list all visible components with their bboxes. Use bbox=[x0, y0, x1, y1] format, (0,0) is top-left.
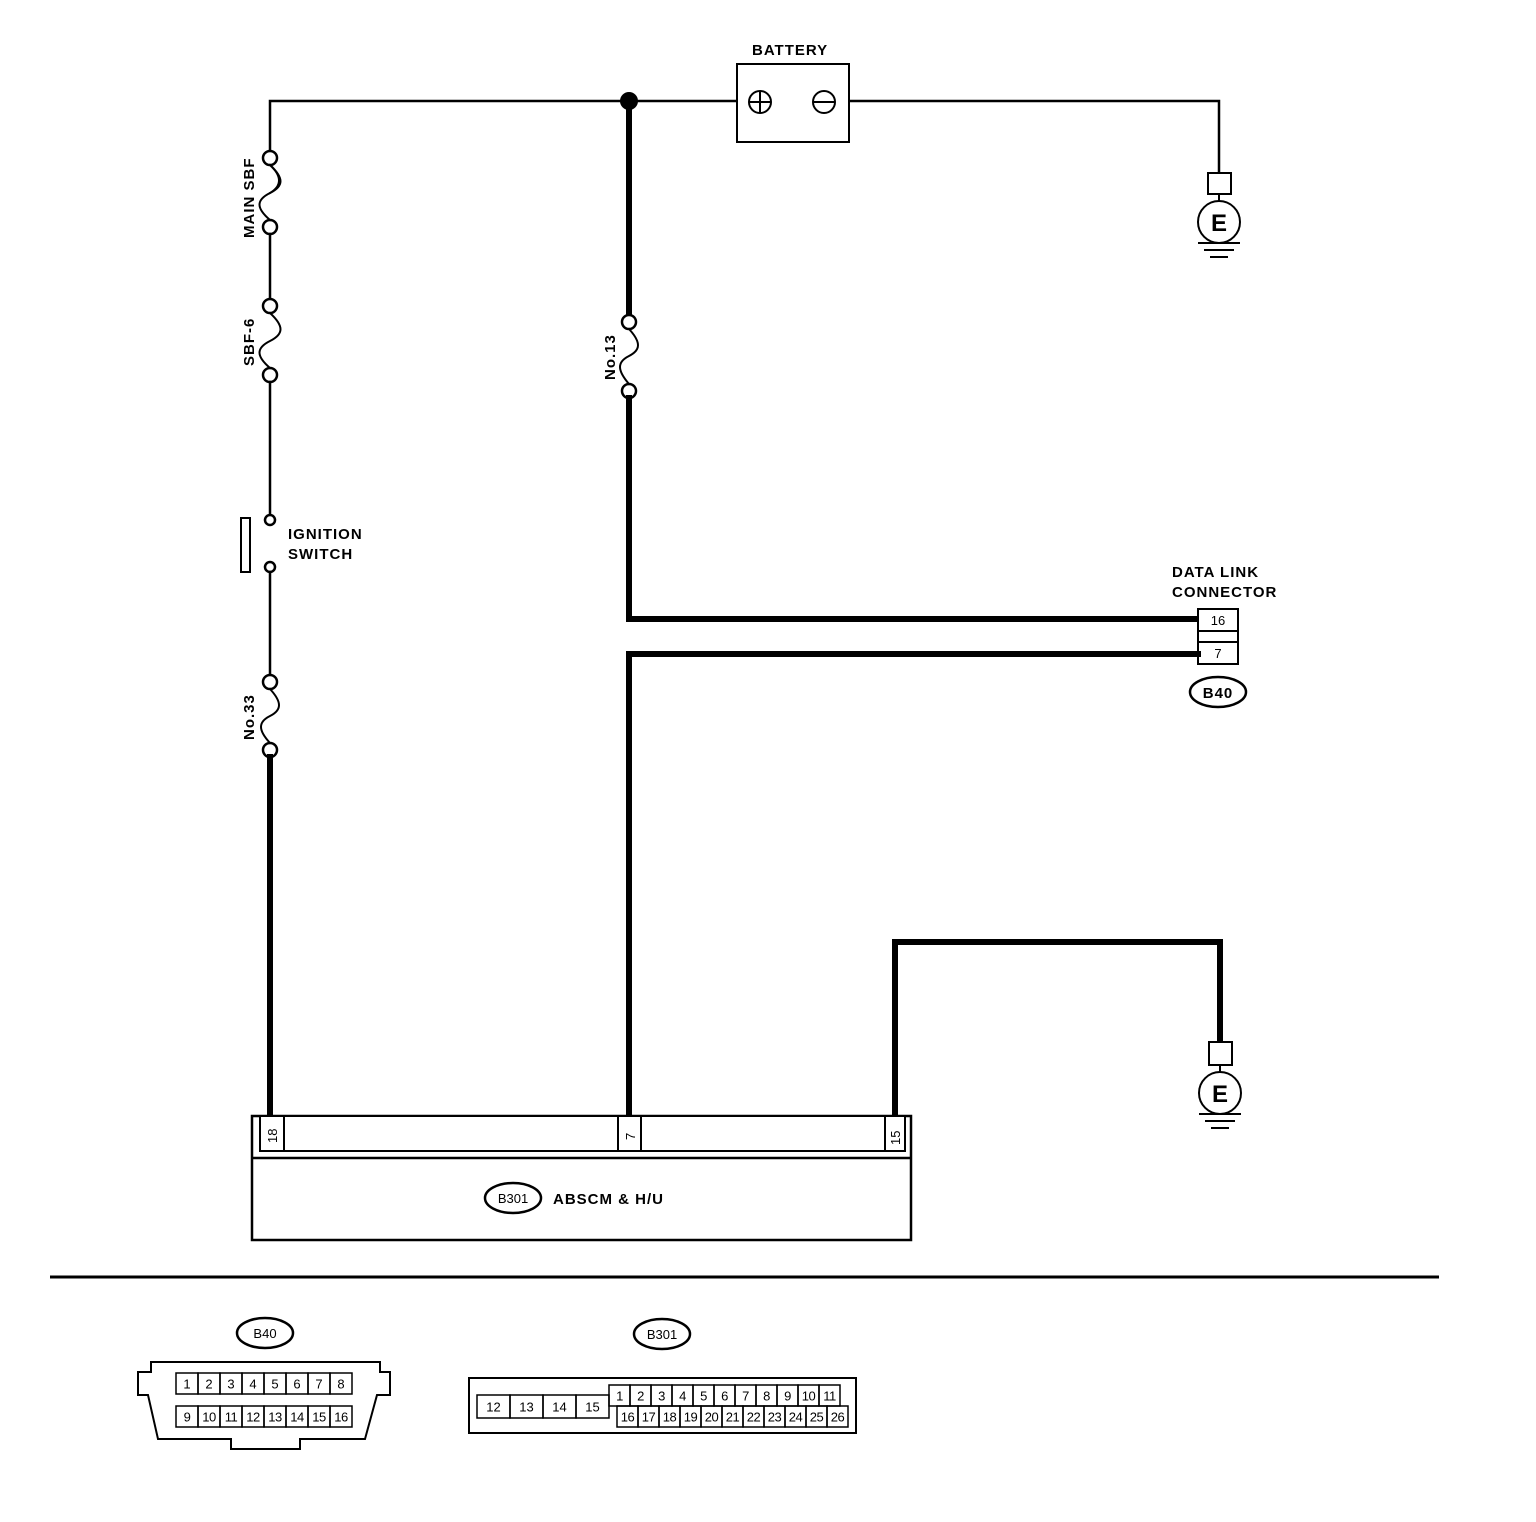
b40-pin-10: 10 bbox=[202, 1410, 216, 1425]
b301-pin-22: 22 bbox=[747, 1410, 761, 1425]
no13-label: No.13 bbox=[602, 334, 619, 380]
b40-pin-8: 8 bbox=[337, 1377, 344, 1392]
module-pin-18: 18 bbox=[265, 1129, 280, 1143]
battery-minus-terminal-icon bbox=[812, 90, 836, 114]
b301-pin-10: 10 bbox=[802, 1389, 816, 1404]
battery-plus-terminal-icon bbox=[748, 90, 772, 114]
b40-pin-16: 16 bbox=[334, 1410, 348, 1425]
wire-no13-to-dlc-pin16 bbox=[626, 395, 1201, 622]
b40-pin-11: 11 bbox=[225, 1410, 238, 1425]
b301-pin-18: 18 bbox=[663, 1410, 677, 1425]
b301-pin-1: 1 bbox=[616, 1389, 623, 1404]
dlc-label-line2: CONNECTOR bbox=[1172, 584, 1277, 601]
b40-pin-8-cell bbox=[329, 1372, 353, 1395]
b301-pin-15: 15 bbox=[585, 1400, 599, 1415]
b40-pin-15: 15 bbox=[312, 1410, 326, 1425]
b301-pin-16: 16 bbox=[621, 1410, 635, 1425]
b40-pin-16-cell bbox=[329, 1405, 353, 1428]
b301-pin-6: 6 bbox=[721, 1389, 728, 1404]
b301-pin-5: 5 bbox=[700, 1389, 707, 1404]
b301-pin-8: 8 bbox=[763, 1389, 770, 1404]
ignition-switch-label-line2: SWITCH bbox=[288, 546, 353, 563]
module-pin-7: 7 bbox=[623, 1133, 638, 1140]
b40-pin-7: 7 bbox=[315, 1377, 322, 1392]
b301-pin-11: 11 bbox=[823, 1389, 836, 1404]
b301-pin-24: 24 bbox=[789, 1410, 803, 1425]
ground-bottom-right-icon bbox=[1198, 1041, 1242, 1129]
ground-top-right-label: E bbox=[1211, 210, 1227, 237]
dlc-pin-7: 7 bbox=[1214, 646, 1221, 661]
sbf6-label: SBF-6 bbox=[241, 318, 258, 366]
no33-fuse-icon bbox=[260, 673, 280, 759]
module-name: ABSCM & H/U bbox=[553, 1191, 664, 1208]
b301-pin-2: 2 bbox=[637, 1389, 644, 1404]
main-sbf-label: MAIN SBF bbox=[241, 158, 258, 239]
ignition-switch-label-line1: IGNITION bbox=[288, 526, 363, 543]
b301-pin-9: 9 bbox=[784, 1389, 791, 1404]
battery-positive-rail bbox=[268, 99, 739, 154]
no33-label: No.33 bbox=[241, 694, 258, 740]
dlc-connector-id-badge bbox=[1188, 675, 1248, 709]
b301-pin-14: 14 bbox=[552, 1400, 566, 1415]
b301-pin-21: 21 bbox=[726, 1410, 740, 1425]
wire-dlc-pin7-to-module-pin7 bbox=[626, 651, 1201, 1119]
b301-pin-17: 17 bbox=[642, 1410, 656, 1425]
sbf6-fuse-icon bbox=[258, 297, 282, 384]
b40-pin-13: 13 bbox=[268, 1410, 282, 1425]
absc-module-box bbox=[250, 1114, 913, 1242]
b40-view-id: B40 bbox=[253, 1326, 276, 1341]
b40-pin-5: 5 bbox=[271, 1377, 278, 1392]
b40-pin-2: 2 bbox=[205, 1377, 212, 1392]
b301-pin-25: 25 bbox=[810, 1410, 824, 1425]
module-connector-id: B301 bbox=[498, 1191, 528, 1206]
b40-pin-9: 9 bbox=[184, 1410, 191, 1425]
b40-pin-6: 6 bbox=[293, 1377, 300, 1392]
main-sbf-fuse-icon bbox=[258, 149, 282, 236]
b301-pin-26: 26 bbox=[831, 1410, 845, 1425]
b40-view-id-badge bbox=[235, 1316, 295, 1350]
b301-pin-19: 19 bbox=[684, 1410, 698, 1425]
battery-ground-wire bbox=[847, 99, 1221, 175]
b301-view-id-badge bbox=[632, 1317, 692, 1351]
module-pin-15: 15 bbox=[888, 1131, 903, 1145]
b40-pin-12: 12 bbox=[246, 1410, 260, 1425]
b301-pin-26-cell bbox=[826, 1405, 849, 1428]
dlc-pin-16: 16 bbox=[1211, 613, 1225, 628]
ground-top-right-icon bbox=[1197, 172, 1241, 258]
b301-pin-23: 23 bbox=[768, 1410, 782, 1425]
b301-pin-12: 12 bbox=[486, 1400, 500, 1415]
battery-label: BATTERY bbox=[752, 42, 828, 59]
ignition-switch-icon bbox=[240, 513, 277, 574]
module-connector-id-badge bbox=[483, 1181, 543, 1215]
wire-module-pin15-to-ground bbox=[892, 939, 1223, 1119]
no13-fuse-icon bbox=[619, 313, 639, 400]
b301-pin-3: 3 bbox=[658, 1389, 665, 1404]
b301-pin-13: 13 bbox=[519, 1400, 533, 1415]
dlc-connector-id: B40 bbox=[1203, 685, 1234, 702]
b40-pin-3: 3 bbox=[227, 1377, 234, 1392]
b40-pin-14: 14 bbox=[290, 1410, 304, 1425]
dlc-connector-symbol bbox=[1197, 608, 1239, 665]
b40-pin-4: 4 bbox=[249, 1377, 256, 1392]
b40-pin-1: 1 bbox=[183, 1377, 190, 1392]
b301-view-id: B301 bbox=[647, 1327, 677, 1342]
dlc-label-line1: DATA LINK bbox=[1172, 564, 1259, 581]
b301-pin-4: 4 bbox=[679, 1389, 686, 1404]
ground-bottom-right-label: E bbox=[1212, 1081, 1228, 1108]
b301-pin-7: 7 bbox=[742, 1389, 749, 1404]
b301-pin-20: 20 bbox=[705, 1410, 719, 1425]
